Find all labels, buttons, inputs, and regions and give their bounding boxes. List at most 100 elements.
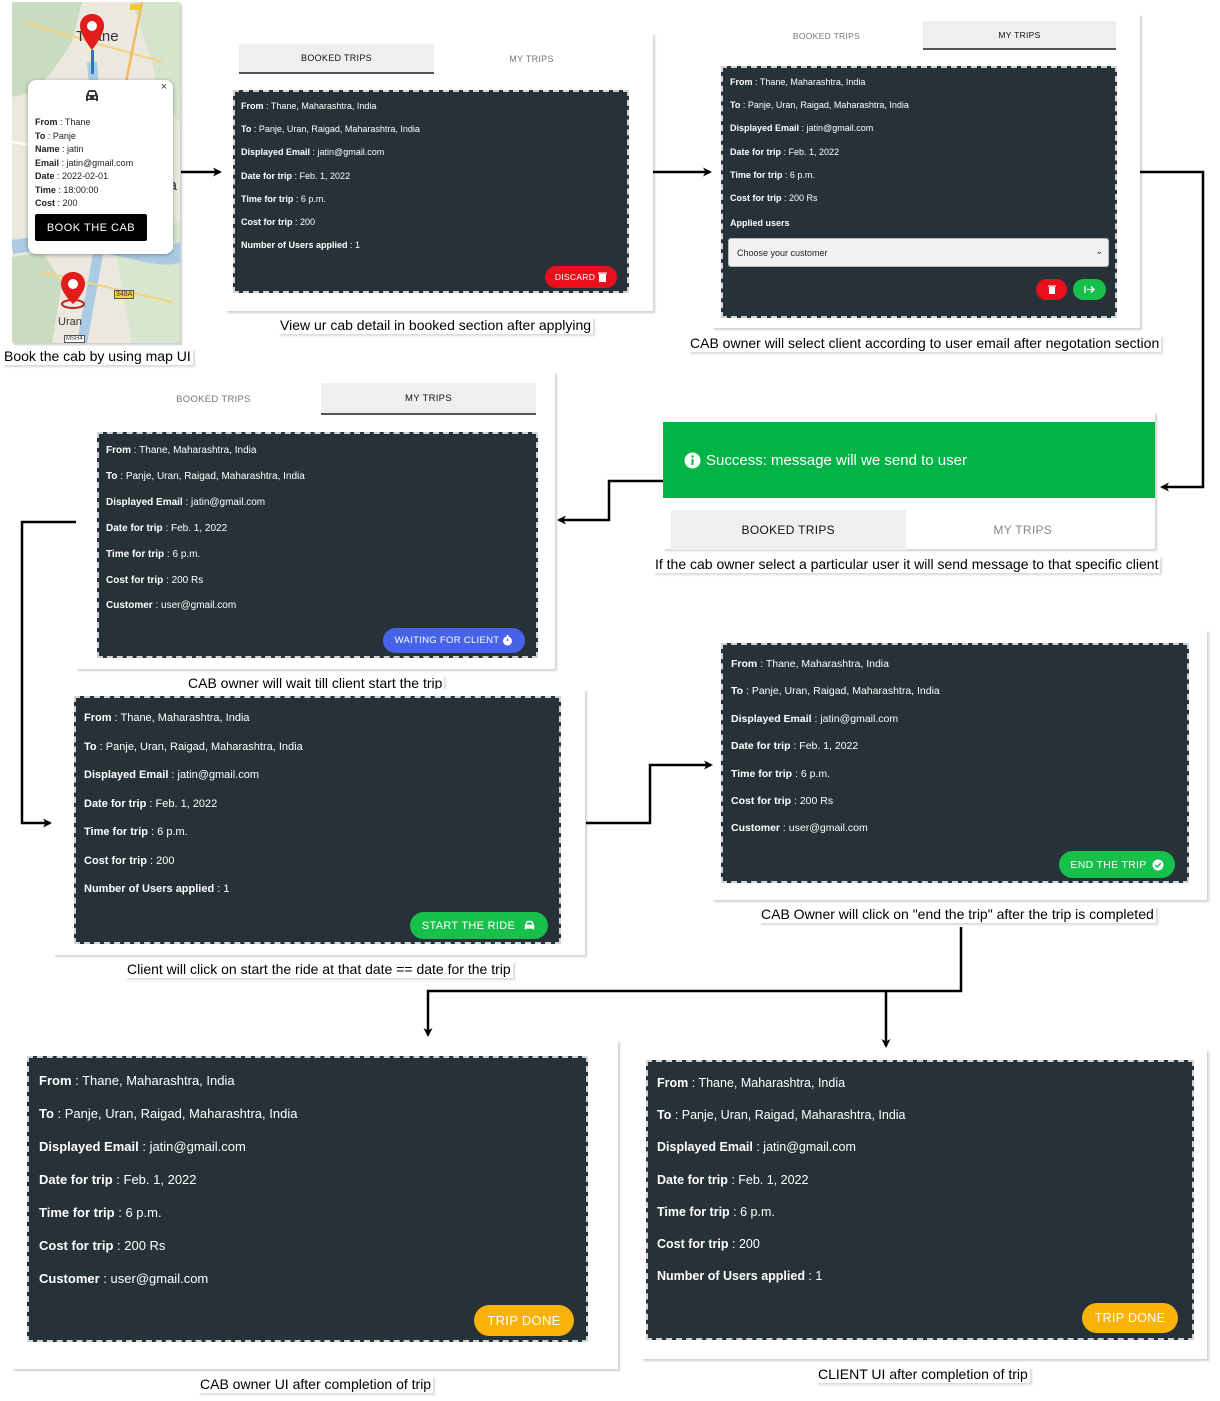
popup-field-label: Time: [35, 184, 56, 195]
trip-field-value: 1: [223, 883, 230, 895]
trip-field-label: Time for trip: [730, 169, 783, 180]
end-trip-button[interactable]: END THE TRIP: [1059, 851, 1175, 878]
tab-booked-trips[interactable]: BOOKED TRIPS: [671, 510, 906, 550]
caption-step1: Book the cab by using map UI: [2, 348, 193, 365]
field-separator: :: [55, 184, 64, 195]
tab-booked-trips[interactable]: BOOKED TRIPS: [792, 30, 861, 41]
select-customer-button[interactable]: [1073, 279, 1106, 300]
tab-booked-trips[interactable]: BOOKED TRIPS: [176, 393, 251, 405]
delete-button[interactable]: [1036, 279, 1067, 300]
trip-field-label: Date for trip: [84, 797, 147, 810]
trip-field-value: Feb. 1, 2022: [123, 1172, 197, 1187]
success-banner: Success: message will we send to user: [663, 422, 1155, 498]
waiting-for-client-button[interactable]: WAITING FOR CLIENT: [383, 628, 525, 653]
owner-done-trip-card: From : Thane, Maharashtra, India To : Pan…: [27, 1056, 588, 1342]
step3-tabs: BOOKED TRIPS MY TRIPS: [730, 21, 1116, 50]
tab-my-trips[interactable]: MY TRIPS: [923, 21, 1116, 50]
tab-my-trips[interactable]: MY TRIPS: [993, 523, 1053, 537]
trip-field-row: Cost for trip : 200 Rs: [39, 1238, 165, 1253]
field-separator: :: [727, 1172, 739, 1187]
trip-field-row: Customer : user@gmail.com: [731, 822, 868, 834]
field-separator: :: [263, 101, 271, 111]
owner-done-screenshot: From : Thane, Maharashtra, India To : Pan…: [12, 1040, 618, 1369]
popup-field-value: Thane: [64, 117, 91, 127]
trip-field-row: Cost for trip : 200: [84, 855, 174, 867]
field-separator: :: [781, 193, 790, 203]
field-separator: :: [752, 1140, 764, 1155]
trip-field-label: From: [657, 1076, 689, 1090]
discard-button[interactable]: DISCARD: [545, 266, 617, 288]
trip-field-value: 200: [300, 217, 316, 227]
trip-field-value: 6 p.m.: [800, 767, 831, 780]
trip-field-row: To : Panje, Uran, Raigad, Maharashtra, I…: [657, 1108, 906, 1122]
trip-field-value: jatin@gmail.com: [820, 712, 899, 725]
field-separator: :: [55, 198, 63, 208]
trip-field-row: Date for trip : Feb. 1, 2022: [731, 740, 858, 752]
trip-field-value: Panje, Uran, Raigad, Maharashtra, India: [105, 740, 303, 753]
trip-field-row: Time for trip : 6 p.m.: [241, 194, 326, 204]
close-icon[interactable]: ×: [160, 81, 167, 93]
caption-step3: CAB owner will select client according t…: [688, 335, 1162, 352]
tab-my-trips[interactable]: MY TRIPS: [321, 383, 536, 415]
trip-field-value: jatin@gmail.com: [191, 496, 266, 508]
field-separator: :: [112, 1172, 124, 1187]
trip-done-button[interactable]: TRIP DONE: [1082, 1303, 1178, 1333]
field-separator: :: [729, 1204, 741, 1219]
field-separator: :: [671, 1108, 682, 1123]
field-separator: :: [799, 123, 807, 134]
trip-field-value: user@gmail.com: [110, 1271, 209, 1286]
field-separator: :: [740, 100, 748, 111]
trip-done-button[interactable]: TRIP DONE: [474, 1305, 574, 1336]
field-separator: :: [743, 685, 752, 698]
popup-field-row: Name : jatin: [35, 143, 133, 157]
tab-my-trips[interactable]: MY TRIPS: [509, 54, 554, 64]
trip-field-value: 200: [156, 854, 175, 867]
trip-field-row: To : Panje, Uran, Raigad, Maharashtra, I…: [106, 471, 305, 482]
trip-field-label: To: [39, 1106, 54, 1121]
field-separator: :: [752, 77, 760, 87]
trip-field-row: From : Thane, Maharashtra, India: [39, 1073, 235, 1088]
start-ride-button[interactable]: START THE RIDE: [410, 912, 548, 939]
field-separator: :: [146, 854, 157, 867]
popup-field-value: 18:00:00: [63, 184, 99, 195]
field-separator: :: [147, 826, 158, 838]
trip-field-value: Panje, Uran, Raigad, Maharashtra, India: [125, 470, 305, 482]
trip-field-row: To : Panje, Uran, Raigad, Maharashtra, I…: [39, 1106, 297, 1121]
book-cab-button[interactable]: BOOK THE CAB: [35, 214, 147, 241]
trip-field-label: From: [731, 658, 758, 670]
map-pin-icon[interactable]: [79, 13, 105, 51]
waiting-label: WAITING FOR CLIENT: [394, 635, 500, 646]
trip-field-label: From: [84, 712, 112, 724]
popup-field-row: To : Panje: [35, 130, 133, 144]
popup-field-row: Email : jatin@gmail.com: [35, 157, 133, 171]
field-separator: :: [292, 217, 301, 227]
tab-booked-trips[interactable]: BOOKED TRIPS: [239, 44, 434, 74]
trip-field-label: Time for trip: [657, 1204, 730, 1219]
trip-field-row: Date for trip : Feb. 1, 2022: [39, 1172, 197, 1187]
field-separator: :: [310, 147, 318, 158]
trip-field-row: From : Thane, Maharashtra, India: [241, 101, 376, 111]
trip-field-row: To : Panje, Uran, Raigad, Maharashtra, I…: [731, 685, 940, 697]
trip-field-label: Displayed Email: [84, 769, 169, 781]
step3-screenshot: BOOKED TRIPS MY TRIPS From : Thane, Maha…: [712, 14, 1140, 328]
trip-field-label: Number of Users applied: [657, 1269, 805, 1284]
trip-field-value: Feb. 1, 2022: [788, 146, 840, 157]
trip-field-value: Thane, Maharashtra, India: [270, 101, 377, 111]
map-pin-destination-icon[interactable]: [60, 271, 86, 309]
field-separator: :: [292, 170, 300, 181]
trip-field-label: Customer: [731, 822, 781, 835]
trip-field-row: From : Thane, Maharashtra, India: [84, 712, 250, 724]
field-separator: :: [168, 769, 178, 781]
popup-field-value: jatin@gmail.com: [66, 157, 134, 168]
popup-field-row: Date : 2022-02-01: [35, 170, 133, 184]
popup-field-value: 2022-02-01: [62, 171, 109, 181]
trip-field-label: To: [730, 100, 741, 111]
trip-field-value: Panje, Uran, Raigad, Maharashtra, India: [681, 1108, 906, 1123]
chevron-down-icon: ⌄: [1095, 246, 1103, 256]
customer-select[interactable]: Choose your customer ⌄: [728, 238, 1109, 267]
